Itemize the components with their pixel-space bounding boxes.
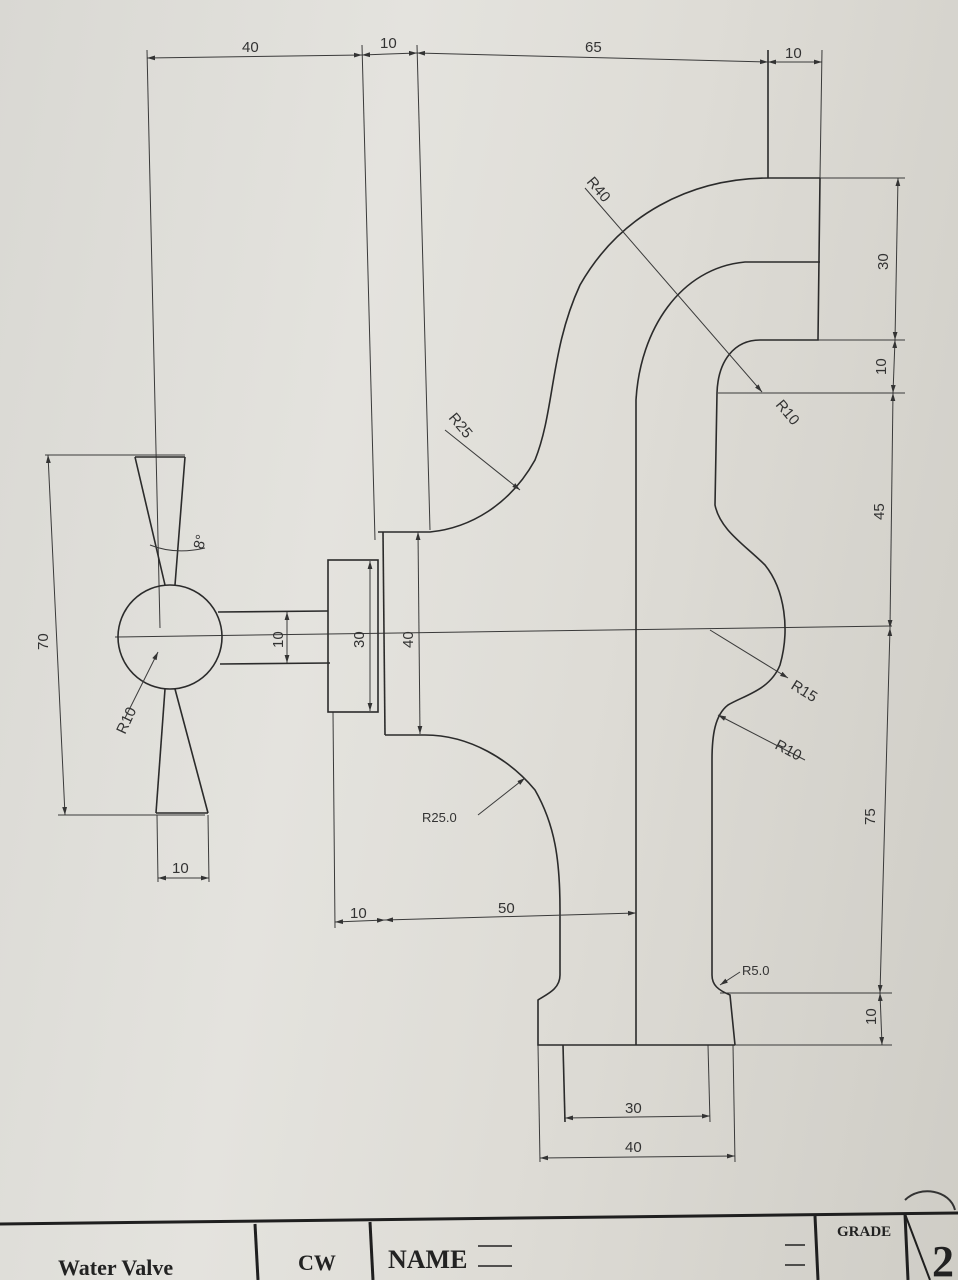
radius-r5: R5.0 — [742, 963, 769, 978]
stem-and-nut — [217, 559, 379, 713]
radius-texts: R40 R25 R10 R15 R10 R25.0 R5.0 R10 — [113, 174, 820, 978]
dim-10-top-left: 10 — [380, 35, 397, 52]
radius-r25-top: R25 — [445, 410, 476, 442]
dimension-texts: 40 10 65 10 30 10 45 75 10 70 10 10 30 4… — [35, 35, 892, 1156]
dim-10-stem: 10 — [270, 631, 287, 648]
dim-10-right-b: 10 — [863, 1008, 880, 1025]
radius-r40: R40 — [583, 174, 614, 206]
dim-40-top: 40 — [242, 39, 259, 56]
sheet-number: 2 — [932, 1237, 954, 1280]
radius-r10-handle: R10 — [113, 705, 140, 737]
dim-10-right-a: 10 — [873, 358, 890, 375]
handle — [117, 456, 223, 814]
name-label: NAME — [388, 1245, 467, 1274]
grade-label: GRADE — [837, 1224, 891, 1240]
dim-10-top-right: 10 — [785, 45, 802, 62]
dim-40-body: 40 — [400, 631, 417, 648]
dim-65-top: 65 — [585, 39, 602, 56]
dim-45-right: 45 — [871, 503, 888, 520]
dim-40-outlet: 40 — [625, 1139, 642, 1156]
dim-10-bottom-left: 10 — [350, 905, 367, 922]
radius-r15: R15 — [788, 677, 820, 706]
drawing-title: Water Valve — [58, 1255, 173, 1280]
dim-70-left: 70 — [35, 633, 52, 650]
dim-30-nut: 30 — [351, 631, 368, 648]
dim-10-handle-bottom: 10 — [172, 860, 189, 877]
radius-r10-mid-right: R10 — [772, 737, 804, 765]
dim-30-right: 30 — [875, 253, 892, 270]
dim-30-outlet: 30 — [625, 1100, 642, 1117]
drawing-type: CW — [298, 1250, 336, 1275]
dim-50-bottom: 50 — [498, 900, 515, 917]
center-line — [114, 625, 893, 638]
dim-angle: 8° — [190, 533, 210, 551]
extension-lines — [45, 44, 905, 1163]
angle-arc — [149, 544, 206, 552]
radius-leaders — [124, 187, 806, 986]
handle-hub — [117, 584, 223, 690]
radius-r25-bottom: R25.0 — [422, 810, 457, 825]
dimension-lines — [45, 50, 901, 1161]
valve-body — [378, 50, 821, 1123]
dim-75-right: 75 — [862, 808, 879, 825]
title-block: Water Valve CW NAME GRADE 2 — [0, 1190, 958, 1280]
radius-r10-top-right: R10 — [772, 397, 803, 429]
